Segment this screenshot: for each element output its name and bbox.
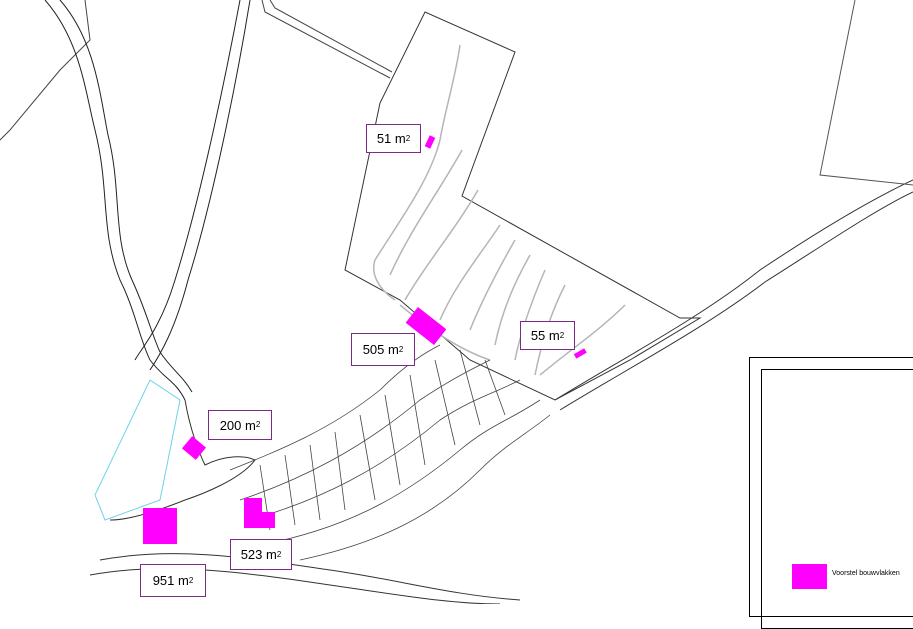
area-label-55-value: 55 m [530, 328, 560, 343]
legend-label: Voorstel bouwvlakken [832, 570, 900, 577]
area-label-951-value: 951 m [152, 573, 189, 588]
parcel-top-line [261, 0, 391, 79]
main-parcel-outline [344, 11, 702, 401]
building-55 [573, 348, 587, 359]
legend-swatch [792, 564, 827, 589]
area-label-200-value: 200 m [219, 417, 256, 433]
building-200 [181, 436, 207, 460]
road-right-diagonal2 [559, 191, 913, 411]
legend-inner-frame [761, 369, 913, 629]
site-map[interactable] [0, 0, 913, 604]
parcel-topright [819, 0, 913, 186]
building-951 [143, 508, 177, 544]
building-51 [424, 135, 436, 149]
road-right-diagonal [554, 179, 913, 401]
parcel-boundary-topleft [0, 0, 91, 141]
road-bottom [99, 553, 521, 601]
area-label-51-value: 51 m [376, 131, 406, 146]
building-505 [405, 307, 447, 345]
cyan-zone [94, 379, 181, 521]
parcel-top-line2 [269, 0, 393, 73]
area-label-523-value: 523 m [240, 547, 277, 562]
building-523b [255, 512, 275, 528]
area-label-505-value: 505 m [362, 342, 399, 357]
road-vertical [134, 0, 241, 361]
road-left-winding [44, 0, 186, 401]
legend-panel: Voorstel bouwvlakken [749, 357, 913, 629]
marina-piers [373, 44, 626, 376]
road-vertical-inner [149, 0, 251, 371]
road-left-winding-inner [59, 0, 193, 393]
housing-plots [229, 344, 551, 561]
